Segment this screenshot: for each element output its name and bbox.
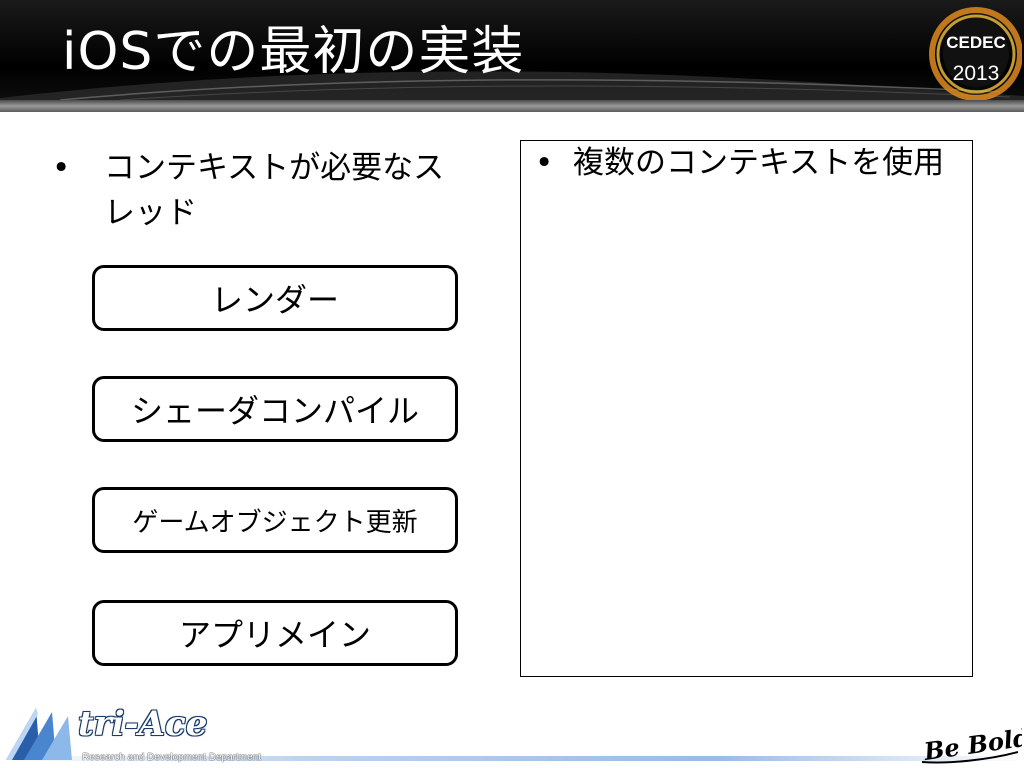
footer-rule <box>0 756 1024 761</box>
triace-logo: tri-Ace Research and Development Departm… <box>2 700 302 768</box>
triace-mark-icon <box>6 708 72 760</box>
bullet-dot: • <box>52 150 71 186</box>
thread-box-game-object-update: ゲームオブジェクト更新 <box>92 487 458 553</box>
thread-box-render: レンダー <box>92 265 458 331</box>
right-bullet-text: 複数のコンテキストを使用 <box>573 145 945 181</box>
bebold-logo: Be Bold! <box>921 722 1022 766</box>
thread-box-shader-compile: シェーダコンパイル <box>92 376 458 442</box>
header-swoosh-decoration <box>0 71 1024 101</box>
left-bullet-text: コンテキストが必要なスレッド <box>104 150 445 231</box>
thread-box-app-main: アプリメイン <box>92 600 458 666</box>
bullet-dot: • <box>535 145 554 181</box>
right-panel: • 複数のコンテキストを使用 <box>520 140 973 677</box>
cedec-logo-year: 2013 <box>953 62 1000 85</box>
right-bullet: • 複数のコンテキストを使用 <box>535 143 955 183</box>
header-rule <box>0 100 1024 112</box>
triace-logo-name: tri-Ace <box>78 704 208 744</box>
left-bullet: • コンテキストが必要なスレッド <box>52 146 472 236</box>
slide-title: iOSでの最初の実装 <box>62 22 525 82</box>
header-banner: iOSでの最初の実装 CEDEC 2013 <box>0 0 1024 112</box>
triace-logo-department: Research and Development Department <box>82 752 261 763</box>
bebold-logo-text: Be Bold! <box>921 722 1022 766</box>
cedec-logo-name: CEDEC <box>946 33 1006 52</box>
cedec-logo: CEDEC 2013 <box>929 7 1022 100</box>
